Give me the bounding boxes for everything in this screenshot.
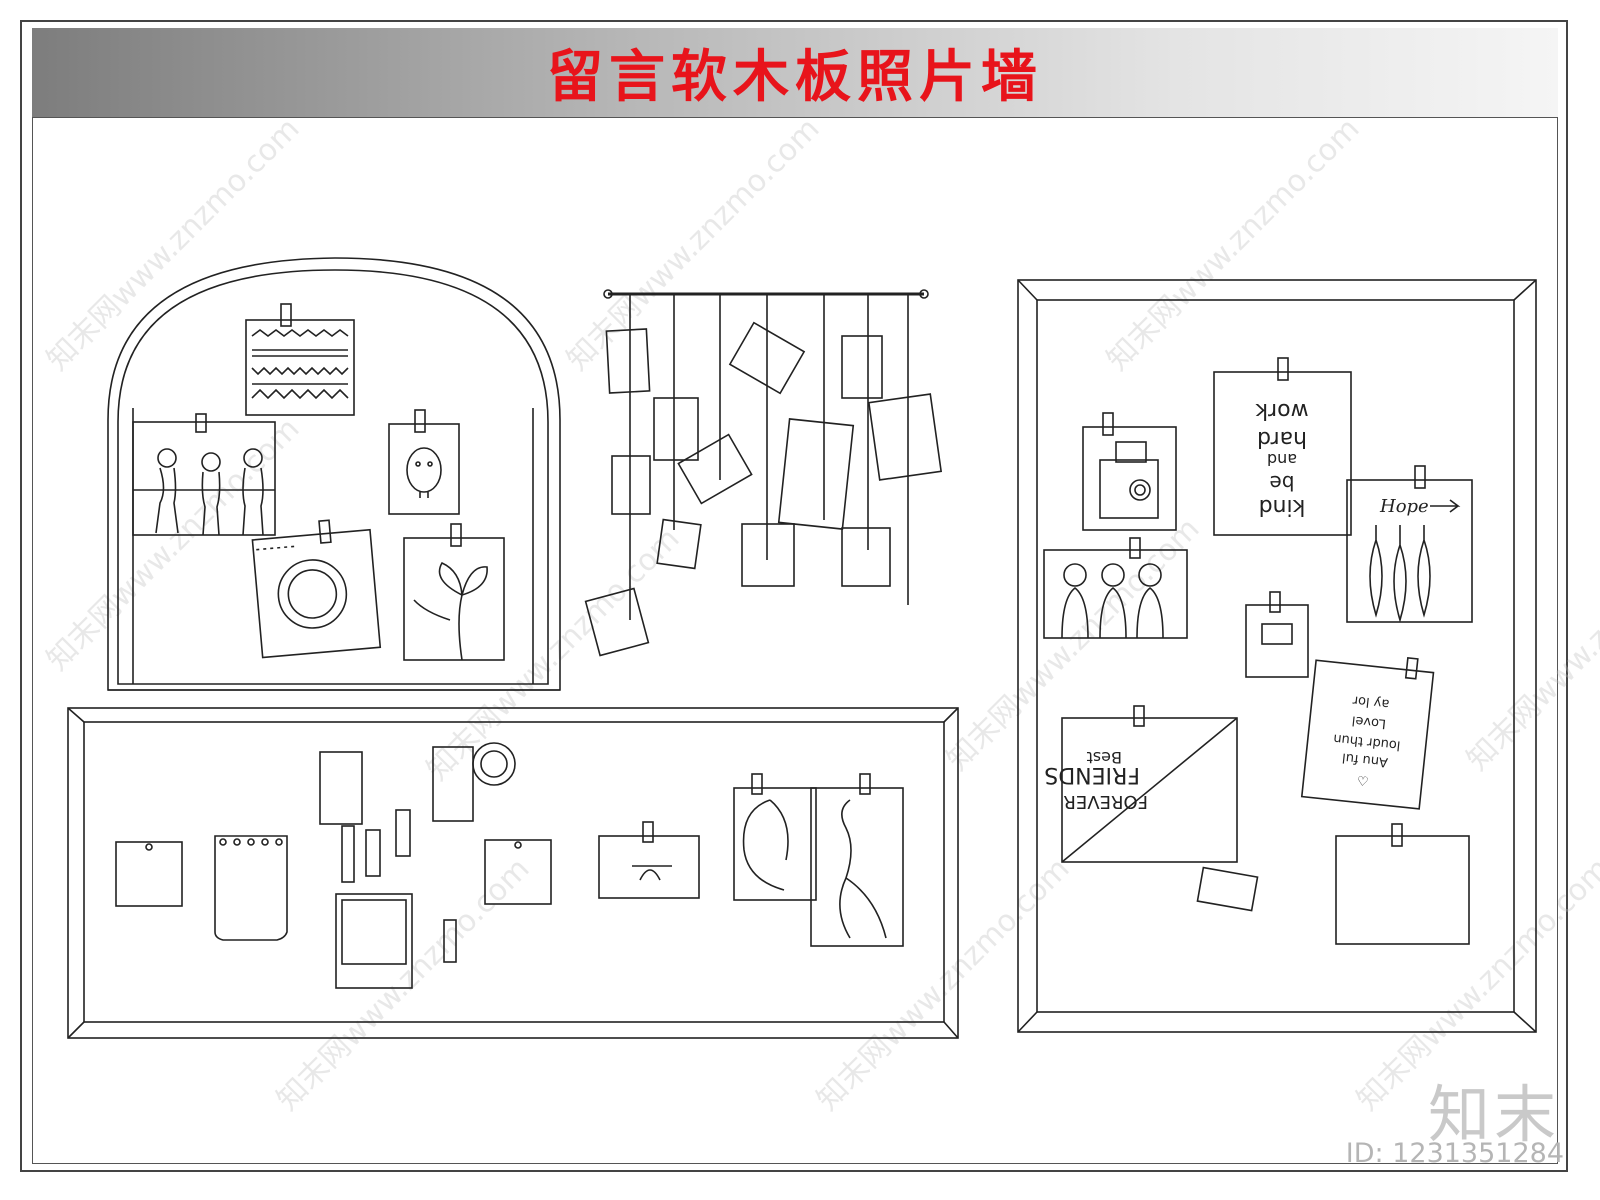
friends-line: Best (1087, 748, 1122, 767)
sticky-notes (115, 742, 700, 989)
friends-line: FRIENDS (1044, 762, 1140, 787)
flower-card (403, 523, 505, 661)
wreath-card (251, 519, 382, 659)
quote-line: be (1270, 471, 1295, 495)
hope-text: Hope (1379, 496, 1429, 517)
note-line: ♡ (1356, 774, 1369, 790)
sketch-portraits (733, 773, 904, 947)
id-label: ID: 1231351284 (1345, 1138, 1564, 1169)
quote-line: and (1267, 450, 1297, 469)
note-line: Lovel (1351, 712, 1387, 731)
note-line: loudr thun (1333, 731, 1402, 753)
pattern-card (245, 303, 355, 416)
tall-cork-board (1017, 279, 1537, 1033)
blank-cards (1196, 823, 1470, 945)
note-line: Anu ful (1341, 750, 1388, 770)
long-cork-board (67, 707, 959, 1039)
three-friends-photo (1043, 537, 1188, 639)
quote-card: work hard and be kind (1213, 357, 1352, 536)
note-card: ay lor Lovel loudr thun Anu ful ♡ (1300, 656, 1435, 810)
title-bar: 留言软木板照片墙 (32, 28, 1558, 118)
camera-card (1082, 412, 1177, 531)
outer-frame (20, 20, 1568, 1172)
brand-logo: 知末 (1427, 1078, 1560, 1151)
quote-line: kind (1259, 494, 1306, 519)
quote-line: hard (1257, 426, 1307, 451)
hanging-photo-rod (603, 289, 929, 620)
quote-line: work (1255, 398, 1308, 423)
arched-cork-board (107, 257, 561, 691)
feather-card: Hope (1346, 465, 1473, 623)
creature-card (388, 409, 460, 515)
friends-photo (132, 413, 276, 536)
page-title: 留言软木板照片墙 (547, 45, 1043, 110)
best-friends-card: Best FRIENDS FOREVER (1044, 705, 1238, 863)
hanging-photos (584, 321, 943, 657)
small-creature-card (1245, 591, 1309, 678)
friends-line: FOREVER (1063, 791, 1148, 812)
note-line: ay lor (1351, 692, 1390, 711)
